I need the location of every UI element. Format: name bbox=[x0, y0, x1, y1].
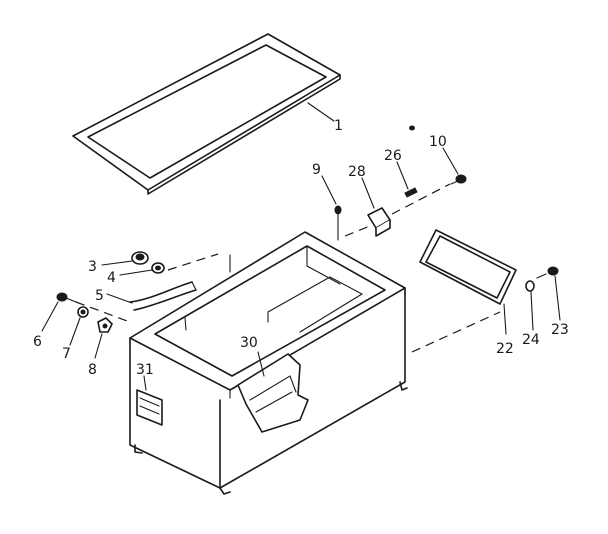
callout-4: 4 bbox=[107, 270, 116, 286]
callout-3: 3 bbox=[88, 259, 97, 275]
leader-lines bbox=[41, 147, 459, 377]
upper-right-hardware bbox=[334, 125, 467, 241]
callout-24: 24 bbox=[522, 332, 540, 348]
callout-28: 28 bbox=[348, 164, 366, 180]
handle-30-part bbox=[237, 353, 309, 433]
callout-7: 7 bbox=[62, 346, 71, 362]
callout-5: 5 bbox=[95, 288, 104, 304]
callout-1: 1 bbox=[334, 118, 343, 134]
callout-23: 23 bbox=[551, 322, 569, 338]
callout-30: 30 bbox=[240, 335, 258, 351]
callout-31: 31 bbox=[136, 362, 154, 378]
callout-labels: 1 3 4 5 6 7 8 9 10 26 28 30 31 22 24 23 bbox=[33, 118, 569, 378]
plate-31-part bbox=[136, 375, 163, 426]
callout-8: 8 bbox=[88, 362, 97, 378]
callout-26: 26 bbox=[384, 148, 402, 164]
callout-9: 9 bbox=[312, 162, 321, 178]
cabinet-body bbox=[129, 231, 408, 495]
callout-10: 10 bbox=[429, 134, 447, 150]
panel-22-part bbox=[411, 229, 517, 353]
callout-22: 22 bbox=[496, 341, 514, 357]
lid-gasket-part bbox=[72, 33, 341, 195]
left-hardware bbox=[56, 251, 231, 333]
callout-6: 6 bbox=[33, 334, 42, 350]
right-hardware bbox=[525, 266, 561, 331]
